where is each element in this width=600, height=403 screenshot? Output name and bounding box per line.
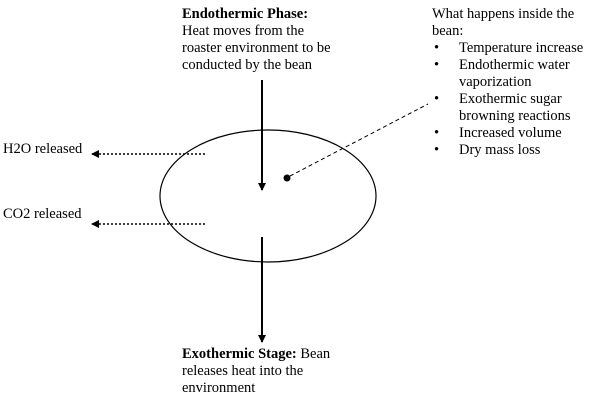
h2o-released-label: H2O released — [3, 141, 83, 157]
list-item: Temperature increase — [432, 40, 600, 57]
inside-list: Temperature increase Endothermic waterva… — [432, 40, 600, 159]
inside-connector-line — [289, 103, 429, 177]
exothermic-heading: Exothermic Stage: — [182, 346, 297, 362]
exothermic-line-1-rest: Bean — [296, 346, 331, 362]
exothermic-line-1: Exothermic Stage: Bean — [182, 346, 372, 363]
endothermic-line-3: conducted by the bean — [182, 57, 313, 73]
endothermic-line-2: roaster environment to be — [182, 40, 331, 56]
list-item: Increased volume — [432, 125, 600, 142]
endothermic-phase-label: Endothermic Phase: Heat moves from the r… — [182, 6, 382, 74]
exothermic-line-3: environment — [182, 380, 256, 396]
exothermic-line-2: releases heat into the — [182, 363, 304, 379]
exothermic-stage-label: Exothermic Stage: Bean releases heat int… — [182, 346, 372, 397]
bean-center-dot — [283, 174, 291, 182]
list-item: Dry mass loss — [432, 142, 600, 159]
endothermic-heading: Endothermic Phase: — [182, 6, 309, 22]
inside-title-line-2: bean: — [432, 23, 464, 39]
co2-released-label: CO2 released — [3, 206, 82, 222]
bean-ellipse — [159, 129, 377, 263]
inside-bean-panel: What happens inside the bean: Temperatur… — [432, 6, 600, 159]
endothermic-line-1: Heat moves from the — [182, 23, 305, 39]
inside-title-line-1: What happens inside the — [432, 6, 575, 22]
